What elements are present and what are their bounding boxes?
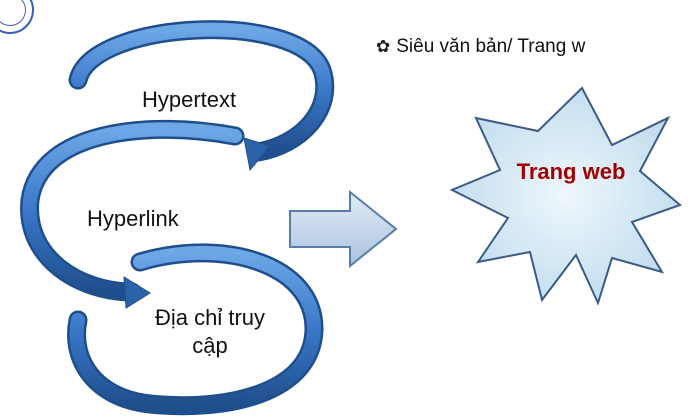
bullet-text: Siêu văn bản/ Trang w	[396, 36, 586, 57]
cycle-label-address: Địa chỉ truy cập	[154, 305, 266, 358]
bullet-heading: ✿ Siêu văn bản/ Trang w	[376, 34, 585, 60]
cycle-label-hyperlink: Hyperlink	[87, 206, 179, 231]
flower-bullet-icon: ✿	[376, 37, 391, 56]
right-arrow-icon	[289, 189, 398, 269]
cycle-arrow-hyperlink	[20, 119, 245, 309]
cycle-arrow-hypertext	[68, 20, 335, 172]
star-burst	[449, 86, 682, 306]
cycle-label-hypertext: Hypertext	[142, 87, 237, 112]
star-label: Trang web	[516, 159, 626, 184]
cycle-arrow-address	[67, 243, 324, 416]
